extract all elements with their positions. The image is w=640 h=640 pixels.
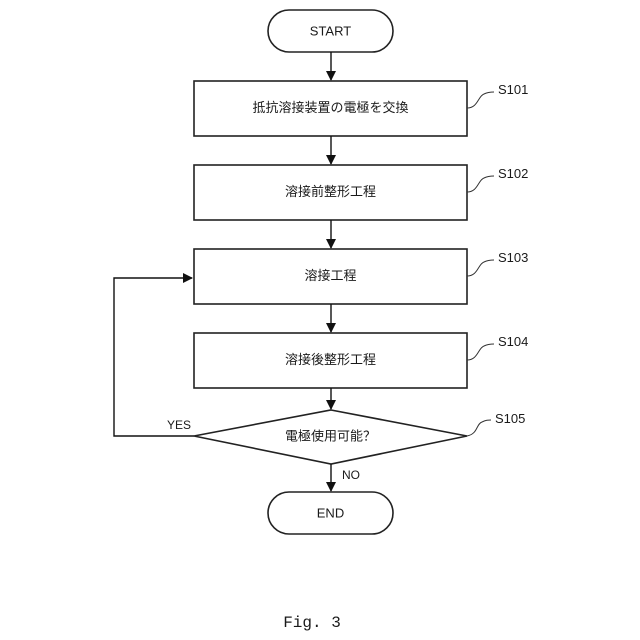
step-id-label: S103 [498, 250, 528, 265]
step-id-label: S105 [495, 411, 525, 426]
leader-line [467, 420, 491, 436]
process-step-s101: 抵抗溶接装置の電極を交換 S101 [194, 81, 528, 136]
process-label: 溶接前整形工程 [285, 184, 376, 200]
process-step-s103: 溶接工程 S103 [194, 249, 528, 304]
step-id-label: S102 [498, 166, 528, 181]
start-terminal: START [268, 10, 393, 52]
no-label: NO [342, 468, 360, 482]
process-label: 抵抗溶接装置の電極を交換 [252, 100, 408, 116]
step-id-label: S101 [498, 82, 528, 97]
yes-loop-arrow [114, 278, 194, 436]
decision-label: 電極使用可能？ [285, 429, 376, 445]
step-id-label: S104 [498, 334, 528, 349]
leader-line [467, 176, 494, 192]
figure-caption: Fig. 3 [283, 614, 341, 632]
process-step-s102: 溶接前整形工程 S102 [194, 165, 528, 220]
yes-label: YES [167, 418, 191, 432]
decision-s105: 電極使用可能？ S105 [194, 410, 525, 464]
leader-line [467, 260, 494, 276]
leader-line [467, 344, 494, 360]
end-label: END [317, 506, 344, 521]
process-label: 溶接工程 [304, 268, 356, 284]
process-label: 溶接後整形工程 [285, 352, 376, 368]
leader-line [467, 92, 494, 108]
start-label: START [310, 24, 351, 39]
end-terminal: END [268, 492, 393, 534]
process-step-s104: 溶接後整形工程 S104 [194, 333, 528, 388]
